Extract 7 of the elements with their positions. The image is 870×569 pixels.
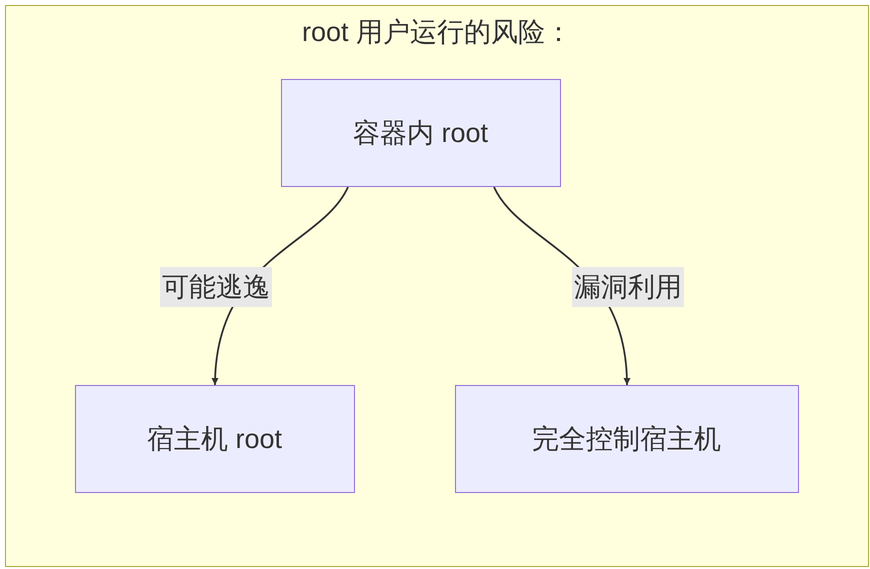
process-box: 容器内 root bbox=[280, 78, 560, 186]
edge-label: 可能逃逸 bbox=[160, 267, 272, 307]
process-box: 完全控制宿主机 bbox=[454, 384, 798, 492]
process-box: 宿主机 root bbox=[74, 384, 354, 492]
group-title: root 用户运行的风险： bbox=[300, 16, 574, 49]
group-box bbox=[5, 5, 869, 567]
edge-label: 漏洞利用 bbox=[572, 267, 684, 307]
